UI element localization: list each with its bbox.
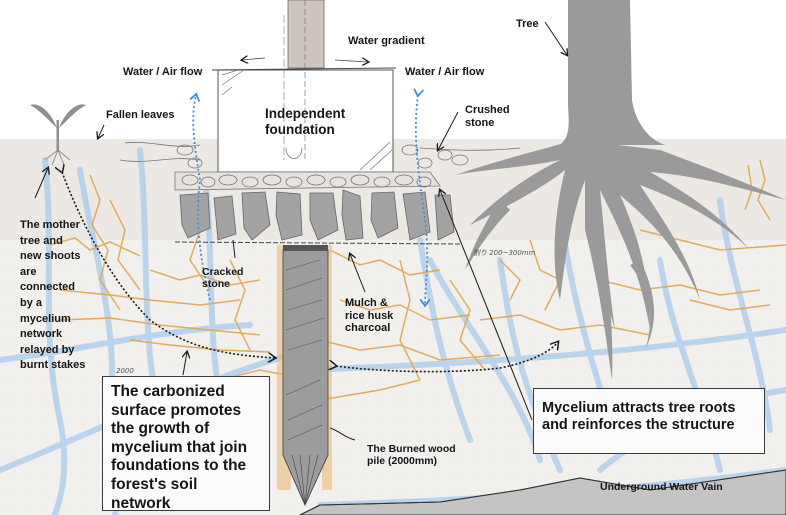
label-independent-foundation: Independent foundation bbox=[265, 106, 346, 137]
label-water-air-flow-left: Water / Air flow bbox=[123, 66, 203, 78]
label-crushed-stone: Crushed stone bbox=[465, 104, 510, 129]
mycelium-connection-arrow-right bbox=[336, 342, 558, 373]
label-tree: Tree bbox=[516, 18, 539, 30]
mycelium-connection-arrow bbox=[62, 172, 275, 358]
label-burned-wood-pile: The Burned wood pile (2000mm) bbox=[367, 443, 456, 468]
independent-foundation bbox=[211, 0, 397, 173]
handwritten-depth-note: 2000 bbox=[116, 367, 134, 375]
handwritten-spacing-note: 割り 200~300mm bbox=[473, 249, 536, 257]
water-vein-line bbox=[299, 469, 786, 515]
stone-base-line bbox=[174, 241, 461, 245]
tree-icon bbox=[455, 0, 786, 380]
label-cracked-stone: Cracked stone bbox=[202, 266, 244, 291]
callout-carbonized-surface: The carbonized surface promotes the grow… bbox=[102, 376, 270, 512]
callout-mycelium-roots-text: Mycelium attracts tree roots and reinfor… bbox=[542, 400, 736, 434]
seedling-icon bbox=[30, 104, 86, 166]
burned-wood-pile bbox=[277, 245, 332, 507]
label-underground-water-vain: Underground Water Vain bbox=[600, 481, 723, 493]
label-fallen-leaves: Fallen leaves bbox=[106, 109, 175, 121]
leader-arrows bbox=[34, 21, 567, 441]
label-mother-tree-note: The mother tree and new shoots are conne… bbox=[20, 219, 86, 372]
callout-carbonized-text: The carbonized surface promotes the grow… bbox=[111, 383, 248, 512]
water-air-flow-arrow-right bbox=[416, 95, 427, 305]
label-mulch-charcoal: Mulch & rice husk charcoal bbox=[345, 297, 394, 335]
cracked-stone-layer bbox=[179, 189, 455, 241]
label-water-air-flow-right: Water / Air flow bbox=[405, 66, 485, 78]
label-water-gradient: Water gradient bbox=[348, 35, 425, 47]
callout-mycelium-roots: Mycelium attracts tree roots and reinfor… bbox=[533, 388, 765, 454]
